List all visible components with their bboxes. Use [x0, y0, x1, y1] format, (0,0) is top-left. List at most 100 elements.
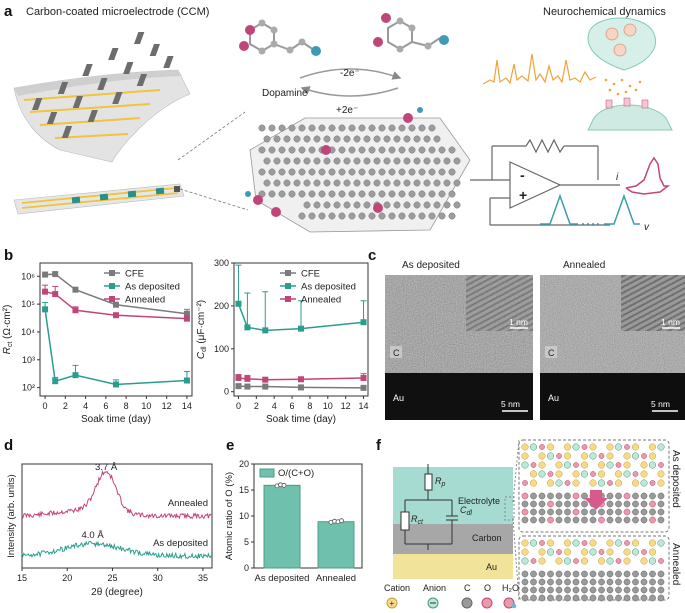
xrd-trace: [21, 469, 212, 520]
carbon-atom: [348, 168, 356, 176]
carbon-atom: [263, 179, 271, 187]
electrode-pads: [31, 32, 174, 138]
cation: [521, 452, 529, 460]
data-point: [244, 383, 251, 390]
oxygen-atom: [572, 508, 580, 516]
anion: [631, 452, 640, 460]
carbon-atom: [453, 157, 461, 165]
carbon-atom: [278, 190, 286, 198]
carbon-atom: [353, 157, 361, 165]
carbon-atom: [383, 135, 391, 143]
carbon-atom: [428, 212, 436, 220]
y-tick-label: 100: [214, 344, 229, 354]
cation: [640, 461, 648, 469]
carbon-atom: [581, 492, 588, 500]
x-tick-label: 10: [323, 401, 333, 411]
carbon-atom: [606, 578, 614, 586]
data-point: [360, 319, 367, 326]
panel-f: f Rp Rct Cdl Electrolyte Carbon Au: [376, 437, 681, 609]
data-point: [298, 325, 304, 332]
svg-text:+: +: [390, 599, 395, 608]
carbon-atom: [521, 594, 529, 602]
carbon-atom: [615, 500, 622, 508]
carbon-atom: [333, 179, 341, 187]
carbon-atom: [443, 157, 451, 165]
cation: [563, 539, 572, 547]
carbon-atom: [589, 516, 597, 524]
zoom-line: [179, 188, 249, 211]
carbon-atom: [606, 492, 614, 500]
carbon-atom: [313, 179, 321, 187]
water: [581, 444, 588, 450]
anion: [555, 479, 563, 487]
carbon-atom: [521, 586, 529, 594]
anion: [631, 548, 640, 556]
carbon-atom: [632, 508, 639, 516]
side-label-annealed: Annealed: [670, 543, 681, 585]
carbon-atom: [555, 578, 563, 586]
cation: [597, 470, 606, 478]
carbon-atom: [348, 212, 356, 220]
cation: [555, 461, 563, 469]
anion: [546, 548, 555, 556]
carbon-atom: [293, 157, 301, 165]
carbon-atom: [348, 124, 356, 132]
y-axis-label: Cdl (μF·cm⁻²): [196, 300, 208, 359]
legend-marker: [285, 283, 291, 289]
data-point: [72, 372, 79, 379]
carbon-atom: [615, 516, 622, 524]
series-label: Annealed: [168, 498, 208, 509]
carbon-atom: [448, 168, 456, 176]
vesicle: [605, 27, 619, 41]
oxygen-atom: [623, 508, 631, 516]
y-tick-label: 200: [214, 301, 229, 311]
carbon-atom: [547, 578, 554, 586]
side-label-as-deposited: As deposited: [670, 450, 681, 508]
oxygen-atom-icon: [481, 597, 493, 609]
sample-point: [281, 482, 287, 488]
cation: [614, 470, 623, 478]
data-point: [42, 288, 49, 295]
carbon-atom: [293, 179, 301, 187]
carbon-atom: [318, 190, 326, 198]
carbon-atom: [438, 190, 446, 198]
carbon-atom: [303, 157, 311, 165]
carbon-layer: [393, 524, 513, 554]
y-axis-label: Intensity (arb. units): [6, 474, 17, 557]
carbon-atom: [538, 492, 546, 500]
oxygen-atom: [572, 492, 580, 500]
y-tick-label: 10⁴: [21, 327, 35, 337]
cation: [529, 479, 538, 487]
anion: [597, 479, 606, 487]
anion: [648, 557, 657, 565]
carbon-atom: [657, 516, 665, 524]
carbon-atom: [413, 135, 421, 143]
y-tick-label: 10²: [22, 383, 35, 393]
carbon-atom: [598, 508, 605, 516]
water: [598, 549, 605, 555]
carbon-atom: [263, 135, 271, 143]
x-tick-label: 6: [290, 401, 295, 411]
series-label: As deposited: [153, 538, 208, 549]
carbon-atom: [581, 586, 588, 594]
carbon-atom: [649, 492, 656, 500]
carbon-atom: [368, 212, 376, 220]
data-point: [262, 383, 269, 390]
neurochemical-trace: [482, 53, 597, 85]
water: [615, 558, 622, 564]
category-label: As deposited: [255, 573, 310, 584]
legend-marker: [109, 296, 115, 302]
carbon-atom: [640, 570, 648, 578]
carbon-atom: [438, 146, 446, 154]
carbon-atom: [418, 124, 426, 132]
carbon-atom: [358, 146, 366, 154]
carbon-atom: [408, 168, 416, 176]
carbon-atom: [649, 508, 656, 516]
water: [632, 471, 639, 477]
data-point: [72, 307, 79, 314]
water: [547, 471, 554, 477]
y-tick-label: 0: [244, 563, 249, 573]
carbon-atom: [283, 135, 291, 143]
